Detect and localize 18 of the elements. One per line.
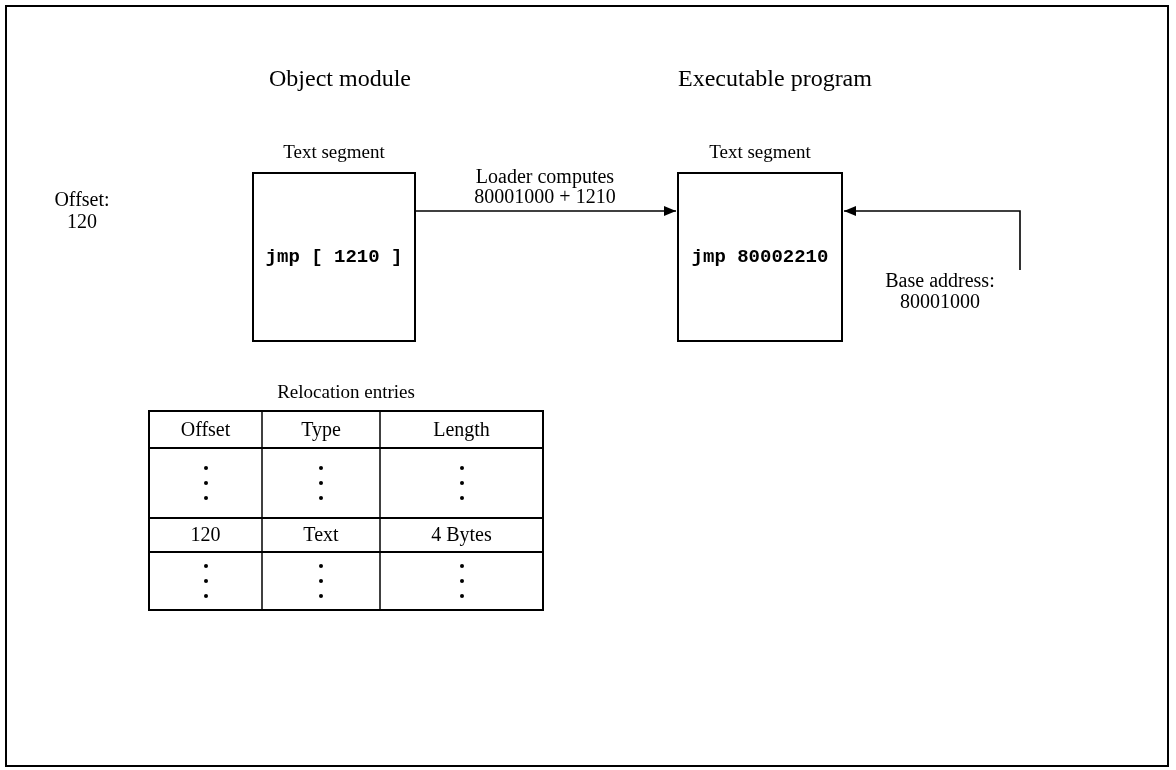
table-title: Relocation entries: [276, 380, 416, 404]
instruction-text: jmp [ 1210 ]: [265, 244, 403, 270]
table-cell-text: 4 Bytes: [430, 522, 493, 547]
column-header: Offset: [179, 417, 232, 442]
arrow: [843, 206, 1021, 271]
section-title: Object module: [268, 64, 412, 93]
table-cell-text: Text: [302, 522, 340, 547]
arrow: [415, 206, 677, 216]
segment-heading: Text segment: [709, 140, 811, 164]
table-cell-text: 120: [189, 522, 222, 547]
section-title: Executable program: [677, 64, 873, 93]
edge-label: Loader computes 80001000 + 1210: [473, 166, 617, 206]
column-header: Length: [432, 417, 491, 442]
instruction-text: jmp 80002210: [691, 244, 829, 270]
offset-label: Offset: 120: [53, 188, 111, 232]
segment-heading: Text segment: [283, 140, 385, 164]
column-header: Type: [300, 417, 342, 442]
base-address-label: Base address: 80001000: [850, 270, 1030, 312]
